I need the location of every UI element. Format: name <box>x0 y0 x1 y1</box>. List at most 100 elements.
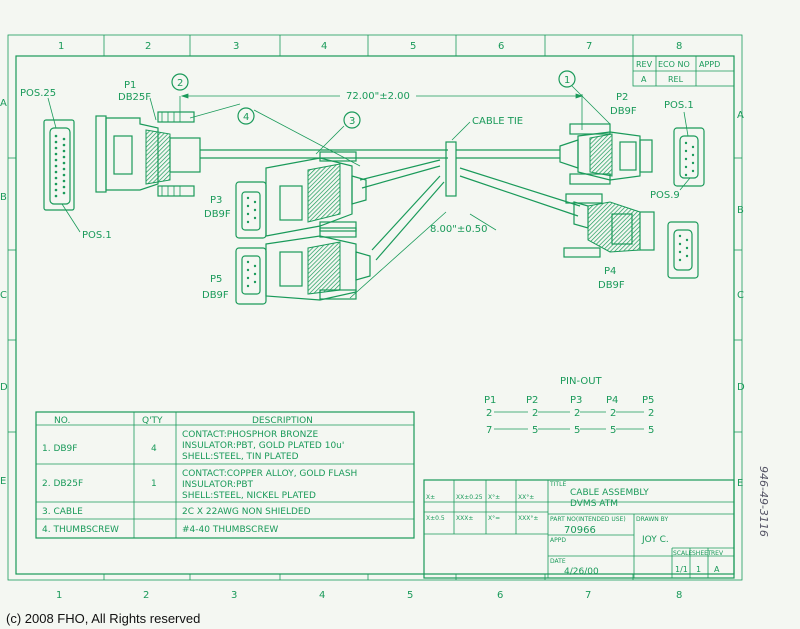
col-number: 4 <box>319 590 325 601</box>
p2-face-view <box>673 111 705 191</box>
p3-label: P3 <box>210 195 222 206</box>
col-number: 8 <box>676 41 682 52</box>
bom-header-no: NO. <box>54 416 70 426</box>
eco-value: REL <box>668 75 684 84</box>
outer-border <box>7 34 743 581</box>
svg-text:2: 2 <box>177 78 183 89</box>
pinout-cell: 2 <box>486 408 492 419</box>
rev-header: REV <box>636 60 653 69</box>
border-zone-ticks <box>8 35 742 580</box>
bom-row-desc: 2C X 22AWG NON SHIELDED <box>182 507 311 517</box>
pinout-cell: 5 <box>648 425 654 436</box>
p1-db25-connector <box>95 111 201 197</box>
col-number: 1 <box>58 41 64 52</box>
bom-header-desc: DESCRIPTION <box>252 416 313 426</box>
bom-header-qty: Q'TY <box>142 416 163 426</box>
drawn-by: JOY C. <box>641 535 669 545</box>
row-letter: E <box>0 476 6 487</box>
svg-text:XXX±: XXX± <box>456 515 473 522</box>
pinout-cell: 2 <box>532 408 538 419</box>
inner-border <box>15 55 735 575</box>
p5-label: P5 <box>210 274 222 285</box>
db25-face-view <box>43 97 81 233</box>
p1-type-label: DB25F <box>118 92 151 103</box>
bom-row-no: 1. DB9F <box>42 444 77 454</box>
title-label: TITLE <box>549 481 566 488</box>
main-cable <box>200 149 560 159</box>
svg-text:XXX°±: XXX°± <box>518 515 538 522</box>
col-number: 7 <box>586 41 592 52</box>
pinout-header: P2 <box>526 395 538 406</box>
col-number: 5 <box>407 590 413 601</box>
p2-db9-connector <box>559 123 653 185</box>
bom-row-qty: 1 <box>151 479 157 489</box>
row-letter: E <box>737 478 743 489</box>
svg-text:XX°±: XX°± <box>518 494 534 501</box>
drawing-title-line2: DVMS ATM <box>570 499 618 509</box>
pinout-title: PIN-OUT <box>560 376 603 387</box>
p2-type-label: DB9F <box>610 106 637 117</box>
p4-type-label: DB9F <box>598 280 625 291</box>
handwritten-margin-note: 946-49-3116 <box>757 466 770 537</box>
p3-type-label: DB9F <box>204 209 231 220</box>
cable-tie-label: CABLE TIE <box>472 116 523 127</box>
svg-text:1: 1 <box>564 75 570 86</box>
sheet-value: 1 <box>696 565 701 574</box>
balloon-3: 3 <box>315 111 361 155</box>
col-number: 6 <box>497 590 503 601</box>
bom-row-no: 2. DB25F <box>42 479 83 489</box>
svg-text:X°=: X°= <box>488 515 500 522</box>
col-number: 4 <box>321 41 327 52</box>
drawing-title-line1: CABLE ASSEMBLY <box>570 488 649 498</box>
pinout-cell: 2 <box>610 408 616 419</box>
p2-label: P2 <box>616 92 628 103</box>
bom-row-desc: CONTACT:PHOSPHOR BRONZE <box>182 430 319 440</box>
pinout-cell: 5 <box>574 425 580 436</box>
cable-tie <box>445 121 471 197</box>
col-number: 7 <box>585 590 591 601</box>
pos25-label: POS.25 <box>20 88 56 99</box>
p5-type-label: DB9F <box>202 290 229 301</box>
bom-row-desc: SHELL:STEEL, NICKEL PLATED <box>182 491 316 501</box>
p4-db9-connector <box>563 193 655 258</box>
bom-row-desc: SHELL:STEEL, TIN PLATED <box>182 452 299 462</box>
svg-text:REV: REV <box>711 550 724 557</box>
appd-header: APPD <box>699 60 720 69</box>
pinout-cell: 2 <box>574 408 580 419</box>
bom-table: NO. Q'TY DESCRIPTION 1. DB9F 4 CONTACT:P… <box>35 411 415 539</box>
bom-row-desc: INSULATOR:PBT <box>182 480 254 490</box>
pinout-header: P1 <box>484 395 496 406</box>
eco-header: ECO NO <box>658 60 690 69</box>
bom-row-desc: INSULATOR:PBT, GOLD PLATED 10u' <box>182 441 344 451</box>
bom-row-no: 4. THUMBSCREW <box>42 525 119 535</box>
svg-text:X±: X± <box>426 494 435 501</box>
date-value: 4/26/00 <box>564 567 599 577</box>
row-letter: D <box>737 382 745 393</box>
p3-db9-connector <box>235 151 367 239</box>
p5-db9-connector <box>235 227 371 305</box>
row-letter: A <box>737 110 744 121</box>
row-letter: B <box>737 205 744 216</box>
branch-cables <box>359 159 581 261</box>
length-dimension-branch <box>349 211 497 299</box>
appd-label: APPD <box>550 537 566 544</box>
rev-value: A <box>641 75 647 84</box>
date-label: DATE <box>550 558 566 565</box>
part-number: 70966 <box>564 525 596 536</box>
scale-value: 1/1 <box>675 565 688 574</box>
bom-row-qty: 4 <box>151 444 157 454</box>
rev-value: A <box>714 565 720 574</box>
revision-block: REV ECO NO APPD A REL <box>632 55 735 87</box>
col-number: 3 <box>233 41 239 52</box>
pos9-label: POS.9 <box>650 190 680 201</box>
pinout-cell: 2 <box>648 408 654 419</box>
pinout-header: P3 <box>570 395 582 406</box>
svg-text:X°±: X°± <box>488 494 500 501</box>
svg-text:4: 4 <box>243 112 249 123</box>
col-number: 3 <box>231 590 237 601</box>
length-dimension-main <box>179 93 584 130</box>
col-number: 5 <box>410 41 416 52</box>
length-branch-label: 8.00"±0.50 <box>430 224 488 235</box>
svg-text:X±0.5: X±0.5 <box>426 515 445 522</box>
